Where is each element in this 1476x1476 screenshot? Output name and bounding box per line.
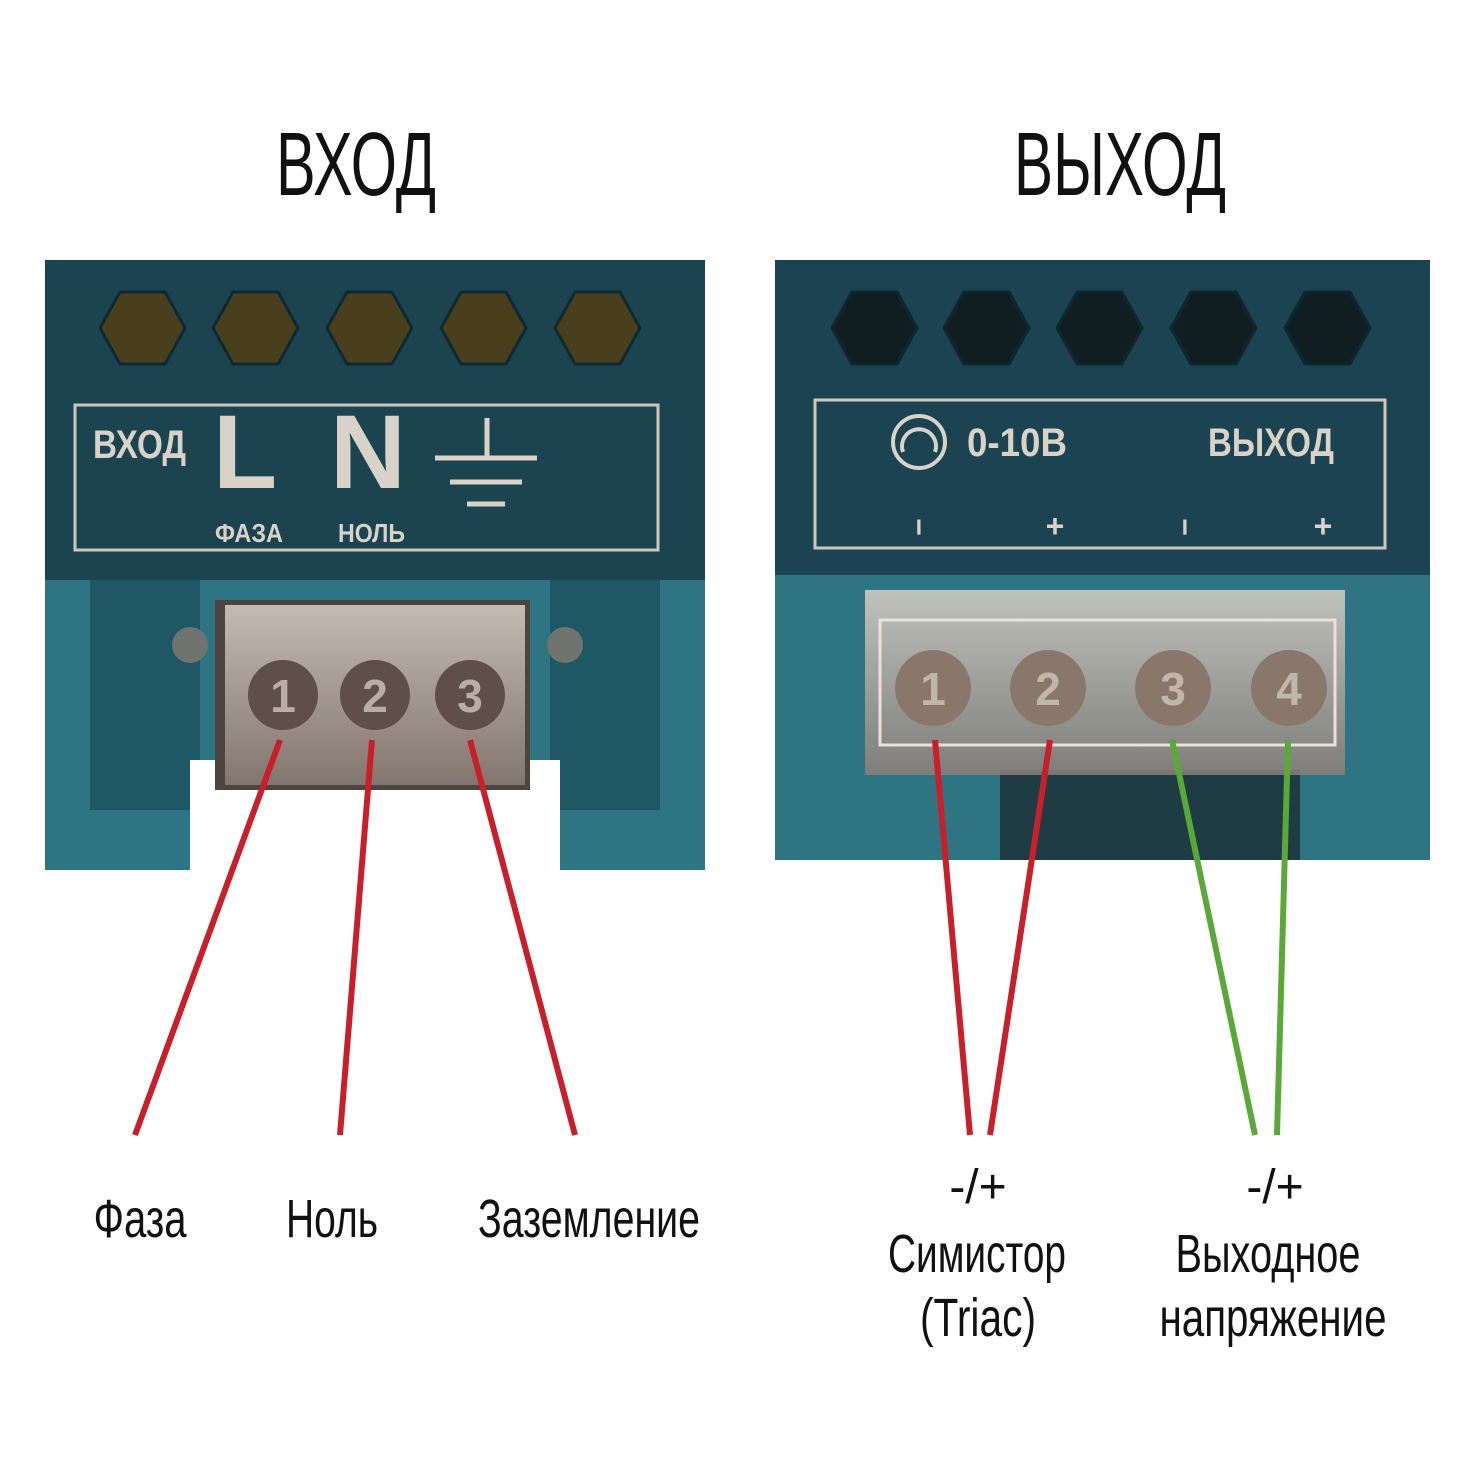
caption-ground: Заземление [478, 1189, 700, 1249]
vent-holes [98, 290, 642, 366]
wire-output-minus [1169, 739, 1258, 1136]
wire-triac-plus [987, 739, 1053, 1136]
input-title: ВХОД [276, 115, 436, 215]
plate-polarity: − [1168, 518, 1201, 536]
dimmer-knob-icon [891, 414, 947, 470]
wire-phase [132, 738, 283, 1137]
terminal-number: 1 [270, 670, 296, 722]
wire-triac-minus [932, 739, 973, 1136]
caption-phase: Фаза [94, 1189, 188, 1249]
plate-input-label: ВХОД [93, 423, 186, 467]
input-device: ВХОД L ФАЗА N НОЛЬ 1 2 3 [45, 260, 705, 1137]
plate-polarity: − [902, 518, 935, 536]
terminal-number: 2 [362, 670, 388, 722]
output-wires [932, 739, 1291, 1136]
input-terminal-block: 1 2 3 [172, 600, 583, 790]
plate-polarity: + [1046, 508, 1065, 544]
plate-l-symbol: L [213, 394, 277, 511]
wire-output-plus [1274, 739, 1291, 1136]
terminal-number: 3 [457, 670, 483, 722]
terminal-number: 2 [1035, 663, 1061, 715]
output-device: 0-10В ВЫХОД − + − + 1 2 3 4 [775, 260, 1430, 1136]
terminal-number: 3 [1160, 663, 1186, 715]
caption-triac-line1: Симистор [888, 1224, 1066, 1284]
plate-n-symbol: N [330, 394, 406, 511]
plate-neutral-label: НОЛЬ [338, 518, 405, 548]
plate-phase-label: ФАЗА [215, 518, 283, 548]
output-terminal-block: 1 2 3 4 [865, 590, 1345, 775]
wire-neutral [337, 739, 375, 1136]
plate-output-label: ВЫХОД [1208, 421, 1334, 465]
plate-polarity: + [1314, 508, 1333, 544]
output-title: ВЫХОД [1014, 115, 1226, 215]
terminal-number: 1 [920, 663, 946, 715]
caption-output-line2: напряжение [1160, 1288, 1387, 1348]
caption-triac-polarity: -/+ [949, 1161, 1006, 1214]
input-wires [132, 738, 578, 1137]
wire-ground [467, 739, 578, 1136]
terminal-number: 4 [1276, 663, 1302, 715]
ground-icon [435, 418, 537, 507]
caption-neutral: Ноль [286, 1189, 378, 1249]
plate-range-label: 0-10В [967, 421, 1067, 465]
output-plate: 0-10В ВЫХОД − + − + [813, 398, 1387, 550]
caption-output-line1: Выходное [1176, 1224, 1361, 1284]
caption-triac-line2: (Triac) [920, 1288, 1036, 1348]
vent-holes [830, 290, 1372, 366]
caption-output-polarity: -/+ [1246, 1161, 1303, 1214]
input-plate: ВХОД L ФАЗА N НОЛЬ [73, 394, 660, 552]
